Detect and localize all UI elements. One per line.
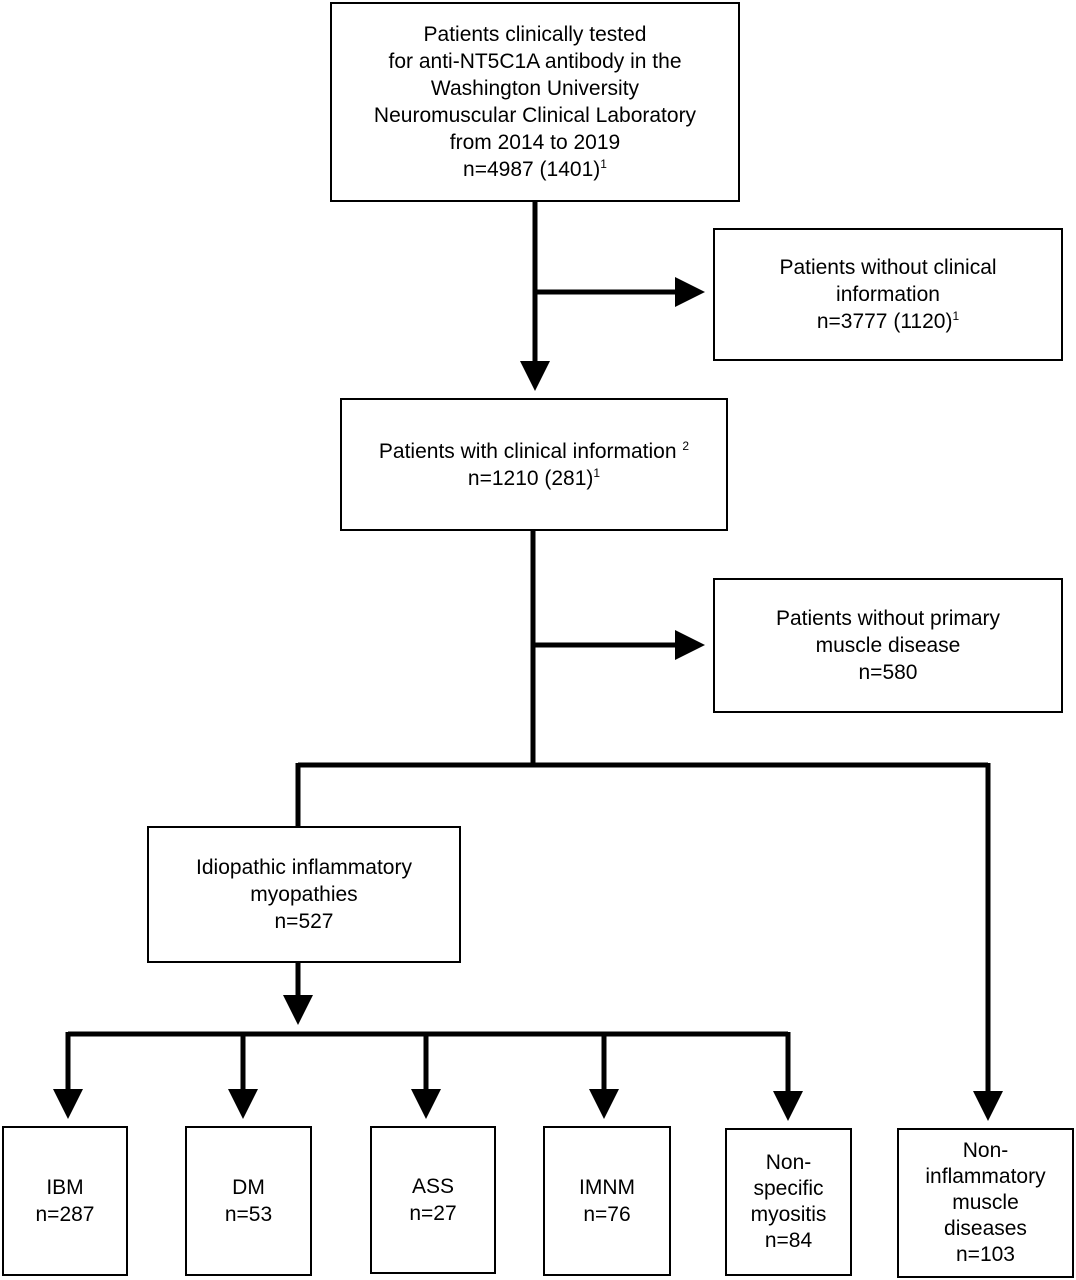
nsm-line-1: Non- <box>765 1151 812 1174</box>
without-info-footnote-marker: 1 <box>952 309 960 323</box>
with-info-footnote-marker: 1 <box>593 465 601 480</box>
box-iim: Idiopathic inflammatory myopathies n=527 <box>147 826 461 963</box>
nonim-line-2: inflammatory <box>925 1165 1046 1188</box>
ibm-count: n=287 <box>35 1203 95 1226</box>
tested-count-text: n=4987 (1401) <box>463 158 601 181</box>
without-info-count-text: n=3777 (1120) <box>816 310 953 333</box>
dm-label: DM <box>232 1176 265 1199</box>
tested-count: n=4987 (1401)1 <box>463 156 607 183</box>
tested-line-3: Washington University <box>430 77 640 100</box>
nonim-count: n=103 <box>956 1243 1015 1266</box>
without-primary-line-2: muscle disease <box>815 634 961 657</box>
tested-footnote-marker: 1 <box>600 157 607 171</box>
nonim-line-1: Non- <box>962 1139 1009 1162</box>
without-info-line-2: information <box>836 283 940 306</box>
nsm-count: n=84 <box>764 1229 813 1252</box>
box-tested: Patients clinically tested for anti-NT5C… <box>330 2 740 202</box>
with-info-title-text: Patients with clinical information <box>378 439 677 463</box>
iim-line-1: Idiopathic inflammatory <box>196 856 412 879</box>
box-dm: DM n=53 <box>185 1126 312 1276</box>
tested-line-2: for anti-NT5C1A antibody in the <box>388 50 682 73</box>
with-info-count-text: n=1210 (281) <box>467 466 594 490</box>
with-info-title: Patients with clinical information 2 <box>379 438 689 465</box>
box-ibm: IBM n=287 <box>2 1126 128 1276</box>
with-info-title-footnote-marker: 2 <box>682 438 690 453</box>
without-primary-count: n=580 <box>858 661 918 684</box>
tested-line-1: Patients clinically tested <box>423 23 647 46</box>
tested-line-4: Neuromuscular Clinical Laboratory <box>373 104 697 127</box>
box-ass: ASS n=27 <box>370 1126 496 1274</box>
with-info-count: n=1210 (281)1 <box>468 465 600 492</box>
without-info-line-1: Patients without clinical <box>779 256 997 279</box>
iim-line-2: myopathies <box>250 883 358 906</box>
imnm-count: n=76 <box>583 1203 631 1226</box>
ass-label: ASS <box>411 1175 455 1198</box>
nonim-line-4: diseases <box>944 1217 1027 1240</box>
box-without-primary: Patients without primary muscle disease … <box>713 578 1063 713</box>
nsm-line-3: myositis <box>750 1203 827 1226</box>
dm-count: n=53 <box>224 1203 273 1226</box>
imnm-label: IMNM <box>579 1176 635 1199</box>
box-with-info: Patients with clinical information 2 n=1… <box>340 398 728 531</box>
iim-count: n=527 <box>274 910 334 933</box>
box-imnm: IMNM n=76 <box>543 1126 671 1276</box>
ibm-label: IBM <box>46 1176 84 1199</box>
ass-count: n=27 <box>409 1202 457 1225</box>
nonim-line-3: muscle <box>952 1191 1019 1214</box>
box-nsm: Non- specific myositis n=84 <box>725 1128 852 1276</box>
nsm-line-2: specific <box>753 1177 824 1200</box>
tested-line-5: from 2014 to 2019 <box>449 131 621 154</box>
box-nonim: Non- inflammatory muscle diseases n=103 <box>897 1128 1074 1278</box>
without-info-count: n=3777 (1120)1 <box>817 308 959 335</box>
box-without-info: Patients without clinical information n=… <box>713 228 1063 361</box>
without-primary-line-1: Patients without primary <box>775 607 1001 630</box>
